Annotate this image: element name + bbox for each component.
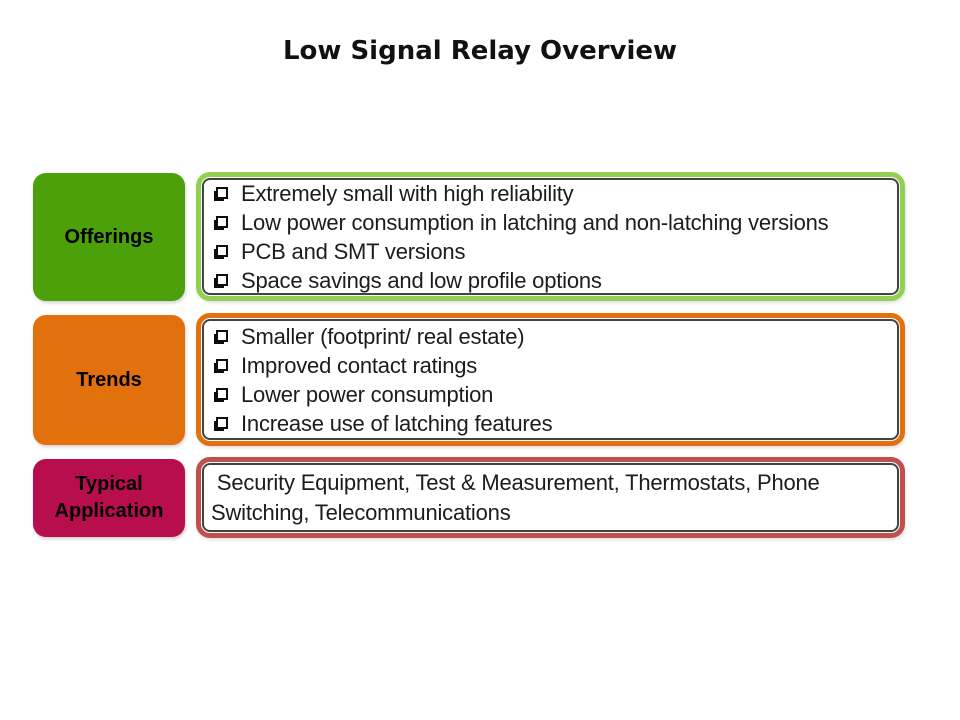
- section-content-trends: Smaller (footprint/ real estate) Improve…: [196, 313, 905, 446]
- list-item: Extremely small with high reliability: [211, 179, 891, 208]
- list-item-text: Space savings and low profile options: [241, 267, 602, 293]
- list-item-text: Low power consumption in latching and no…: [241, 209, 829, 235]
- shadowed-checkbox-square-icon: [216, 215, 228, 228]
- shadowed-checkbox-square-icon: [216, 416, 228, 429]
- section-content-trends-inner: Smaller (footprint/ real estate) Improve…: [202, 319, 899, 440]
- list-item-text: Smaller (footprint/ real estate): [241, 323, 525, 349]
- slide-title: Low Signal Relay Overview: [282, 36, 678, 66]
- list-item: Space savings and low profile options: [211, 266, 891, 295]
- list-item: Smaller (footprint/ real estate): [211, 322, 891, 351]
- section-content-offerings: Extremely small with high reliability Lo…: [196, 172, 905, 301]
- shadowed-checkbox-square-icon: [216, 186, 228, 199]
- applications-text: Security Equipment, Test & Measurement, …: [211, 469, 826, 525]
- section-content-typical-application: Security Equipment, Test & Measurement, …: [196, 457, 905, 538]
- list-item-text: Improved contact ratings: [241, 352, 478, 378]
- shadowed-checkbox-square-icon: [216, 329, 228, 342]
- section-label-trends: Trends: [33, 315, 185, 445]
- section-label-typical-application: Typical Application: [33, 459, 185, 537]
- section-content-offerings-inner: Extremely small with high reliability Lo…: [202, 178, 899, 295]
- section-label-offerings: Offerings: [33, 173, 185, 301]
- list-item: Lower power consumption: [211, 380, 891, 409]
- list-item-text: Lower power consumption: [241, 381, 494, 407]
- list-item-text: PCB and SMT versions: [241, 238, 466, 264]
- list-item: PCB and SMT versions: [211, 237, 891, 266]
- list-item: Improved contact ratings: [211, 351, 891, 380]
- shadowed-checkbox-square-icon: [216, 387, 228, 400]
- section-content-typical-application-inner: Security Equipment, Test & Measurement, …: [202, 463, 899, 532]
- list-item: Increase use of latching features: [211, 409, 891, 438]
- shadowed-checkbox-square-icon: [216, 244, 228, 257]
- list-item: Low power consumption in latching and no…: [211, 208, 891, 237]
- list-item-text: Extremely small with high reliability: [241, 180, 574, 206]
- list-item-text: Increase use of latching features: [241, 410, 553, 436]
- shadowed-checkbox-square-icon: [216, 273, 228, 286]
- shadowed-checkbox-square-icon: [216, 358, 228, 371]
